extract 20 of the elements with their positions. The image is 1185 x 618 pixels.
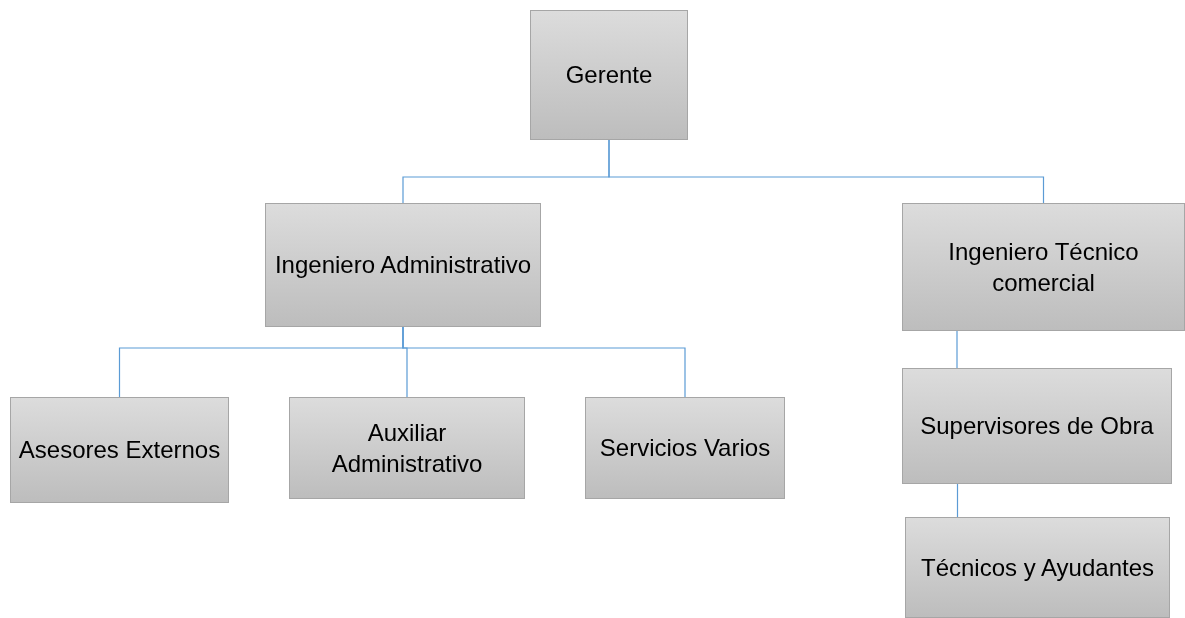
role-title: Auxiliar Administrativo [330,417,484,479]
org-box [10,397,229,503]
role-title: Gerente [564,60,654,91]
connector-line [956,483,959,518]
connector-line [956,330,958,369]
org-box [902,368,1172,484]
org-box [902,203,1185,331]
role-title: Ingeniero Administrativo [273,250,533,281]
role-title: Supervisores de Obra [919,411,1155,442]
org-box [530,10,688,140]
role-title: Técnicos y Ayudantes [920,552,1155,583]
org-box [585,397,785,499]
role-title: Ingeniero Técnico comercial [947,236,1140,298]
org-box [265,203,541,327]
role-title: Asesores Externos [17,435,222,466]
connector-line [608,139,1045,204]
role-title: Servicios Varios [598,433,772,464]
connector-line [402,326,686,398]
org-box [289,397,525,499]
org-box [905,517,1170,618]
